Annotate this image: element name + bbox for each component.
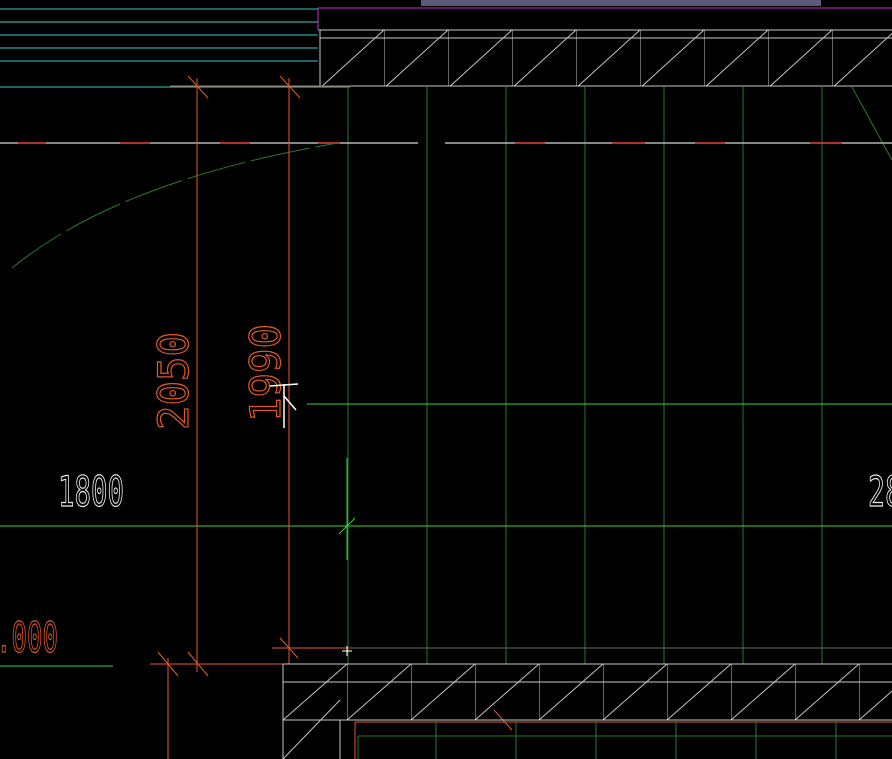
dimension-label-2050: 2050 xyxy=(149,332,198,430)
dimension-label-1800: 1800 xyxy=(58,467,124,516)
magenta-frame xyxy=(317,7,892,30)
door-swing-arc xyxy=(11,142,339,269)
top-grey-band xyxy=(421,0,821,6)
bottom-inner-frame xyxy=(339,719,892,759)
crosshair-cursor-icon xyxy=(269,383,299,428)
green-horizontal-lines xyxy=(0,403,892,667)
dimension-lines xyxy=(150,75,513,759)
bottom-hatched-wall xyxy=(282,663,892,759)
green-vertical-grid xyxy=(347,86,892,664)
elevation-label-partial: .000 xyxy=(0,613,58,662)
dimension-label-1990: 1990 xyxy=(241,324,290,422)
snap-point-marker xyxy=(342,646,352,656)
dimension-label-partial-right: 28 xyxy=(868,467,892,516)
top-hatched-wall xyxy=(319,29,892,87)
